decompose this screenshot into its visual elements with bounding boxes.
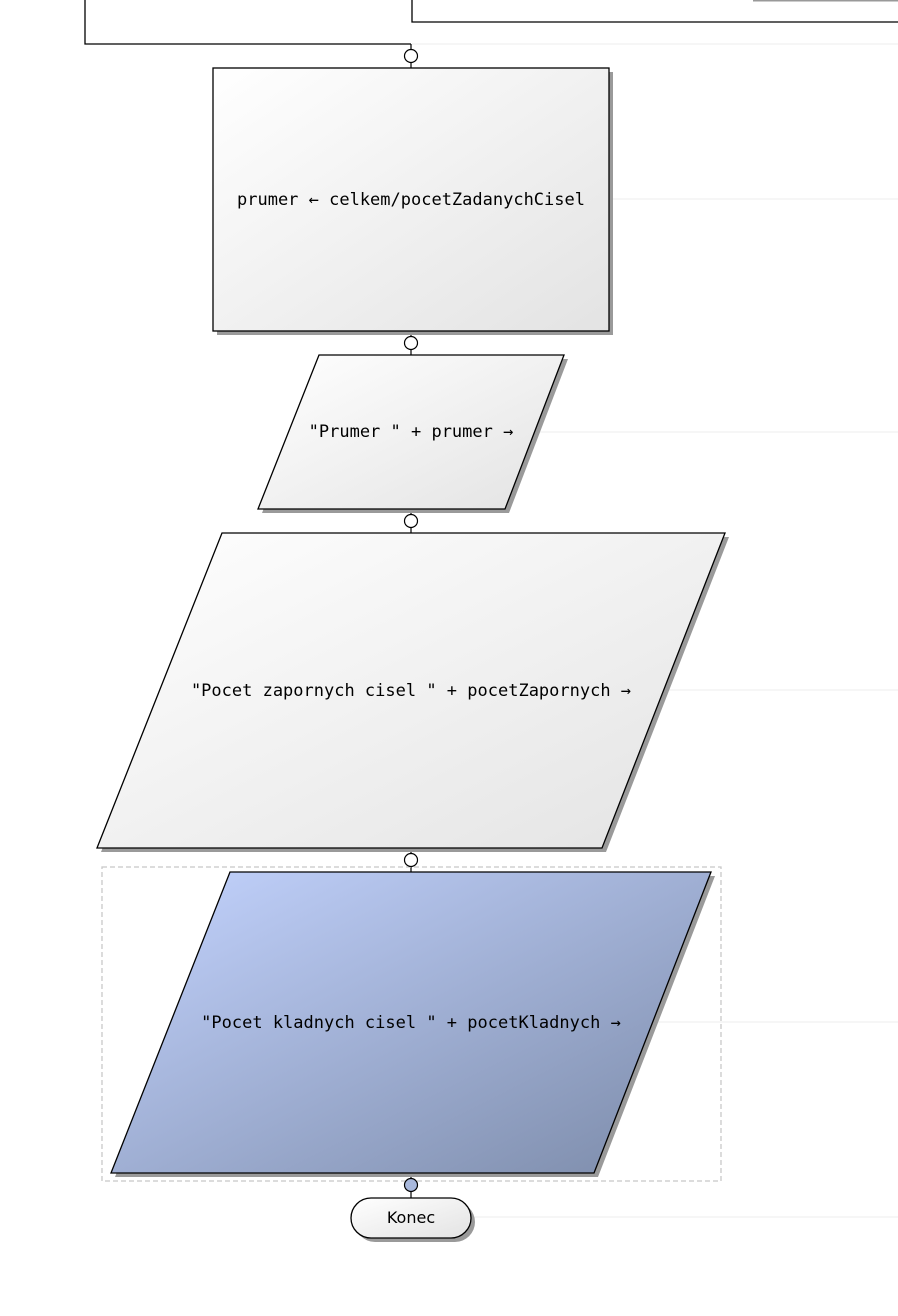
output-node-negative-count[interactable]: "Pocet zapornych cisel " + pocetZapornyc… [96,532,729,852]
connector-handle[interactable] [403,513,419,529]
process-node-average[interactable]: prumer ← celkem/pocetZadanychCisel [212,67,613,335]
output-node-average[interactable]: "Prumer " + prumer → [257,354,568,513]
connector-handle[interactable] [403,48,419,64]
connector-handle-selected[interactable] [403,1177,419,1193]
process-node-average-label: prumer ← celkem/pocetZadanychCisel [237,190,585,210]
end-terminal-node[interactable]: Konec [350,1197,475,1242]
output-node-positive-count-label: "Pocet kladnych cisel " + pocetKladnych … [201,1013,621,1033]
previous-block-outline [84,0,898,45]
output-node-positive-count[interactable]: "Pocet kladnych cisel " + pocetKladnych … [110,871,715,1177]
background-guides [412,43,898,1218]
end-terminal-label: Konec [387,1208,435,1227]
output-node-negative-count-label: "Pocet zapornych cisel " + pocetZapornyc… [191,681,631,701]
output-node-average-label: "Prumer " + prumer → [309,422,514,442]
connector-handle[interactable] [403,335,419,351]
connector-handle[interactable] [403,852,419,868]
connector-handles [403,48,419,1193]
